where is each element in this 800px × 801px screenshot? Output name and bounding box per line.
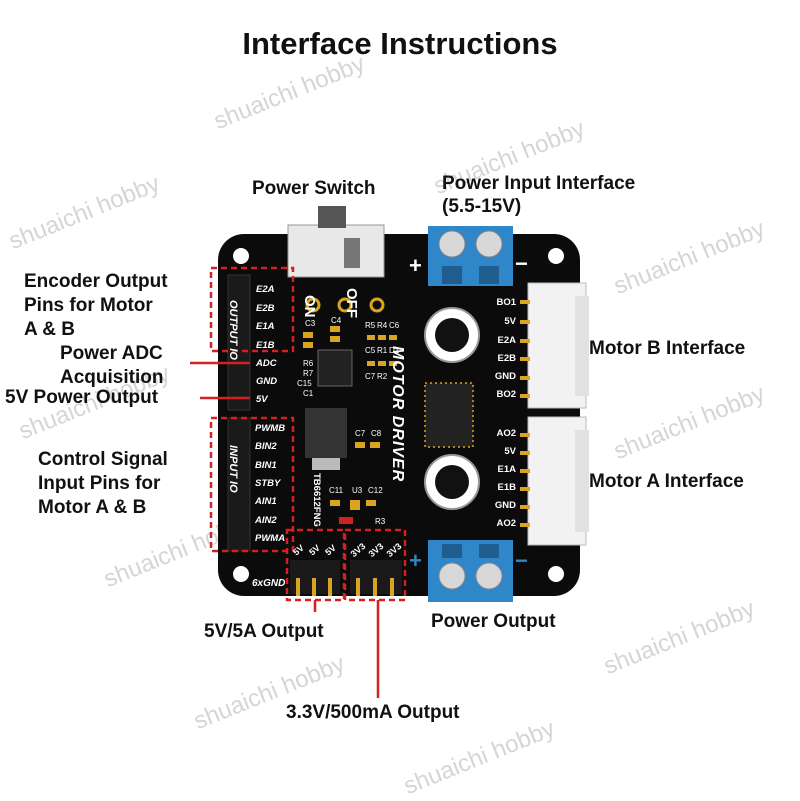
3v3-output-highlight: [343, 528, 407, 602]
mounting-hole: [233, 566, 249, 582]
component-label: R6: [303, 359, 314, 368]
pin-label: E2B: [256, 303, 275, 314]
control-callout-3: Motor A & B: [38, 497, 147, 518]
pin-label: E1B: [497, 482, 516, 493]
motor-a-callout: Motor A Interface: [589, 471, 744, 492]
pin-label: PWMB: [255, 423, 286, 434]
pin-label: GND: [494, 371, 516, 382]
input-terminal: [428, 226, 513, 286]
component-label: C5: [365, 346, 376, 355]
pin-label: AO2: [496, 428, 516, 439]
pin-label: E1A: [256, 321, 275, 332]
switch-pin: [305, 297, 321, 313]
component-label: C15: [297, 379, 312, 388]
pin-label: BIN1: [255, 460, 277, 471]
switch-lever: [318, 206, 346, 228]
plus-label: +: [409, 548, 422, 573]
encoder-highlight: [209, 266, 295, 353]
pin-label: STBY: [255, 478, 281, 489]
component-label: C8: [371, 429, 382, 438]
adc-callout-2: Acquisition: [60, 367, 164, 388]
switch-on-label: ON: [301, 295, 318, 318]
power-input-callout: Power Input Interface: [442, 173, 636, 194]
output-io-label: OUTPUT IO: [227, 300, 239, 360]
component-label: C4: [331, 316, 342, 325]
encoder-callout-3: A & B: [24, 319, 76, 340]
mounting-hole: [233, 248, 249, 264]
5v-output-callout: 5V/5A Output: [204, 621, 324, 642]
encoder-callout-2: Pins for Motor: [24, 295, 153, 316]
output-io-label-wrap: OUTPUT IO: [227, 300, 241, 380]
switch-pin: [369, 297, 385, 313]
switch-off-label: OFF: [343, 288, 360, 318]
input-io-label-wrap: INPUT IO: [227, 445, 241, 525]
pin-label: PWMA: [255, 533, 286, 544]
component-label: R7: [303, 369, 314, 378]
component-label: C6: [389, 321, 400, 330]
pcb-board: [218, 234, 580, 596]
component-label: C11: [329, 486, 344, 495]
pin-label: 5V: [504, 316, 516, 327]
mounting-hole: [548, 566, 564, 582]
driver-chip: [424, 382, 474, 448]
motor-driver-label: MOTOR DRIVER: [389, 346, 406, 483]
pin-label: E1B: [256, 340, 275, 351]
pin-label: BO2: [496, 389, 516, 400]
pin-label: BIN2: [255, 441, 277, 452]
component-label: D1: [389, 346, 400, 355]
switch-body: [287, 224, 385, 278]
component-label: R3: [375, 517, 386, 526]
minus-label: −: [515, 251, 528, 276]
pin-label: ADC: [256, 358, 277, 369]
page-title: Interface Instructions: [242, 26, 558, 61]
component-label: R5: [365, 321, 376, 330]
component-label: R1: [377, 346, 388, 355]
pin-label: GND: [494, 500, 516, 511]
control-callout-2: Input Pins for: [38, 473, 161, 494]
control-highlight: [209, 416, 295, 553]
pin-label: E1A: [497, 464, 516, 475]
pin-label: E2A: [256, 284, 275, 295]
component-label: C1: [303, 389, 314, 398]
gnd-label: 6xGND: [252, 578, 286, 589]
component-label: R2: [377, 372, 388, 381]
pin-label: BO1: [496, 297, 516, 308]
component-label: C7: [365, 372, 376, 381]
input-io-header: [227, 417, 251, 552]
power-output-callout: Power Output: [431, 611, 556, 632]
component-label: R4: [377, 321, 388, 330]
pin-label: E2A: [497, 335, 516, 346]
adc-callout: Power ADC: [60, 343, 163, 364]
output-io-header: [227, 274, 251, 411]
component-label: C3: [305, 319, 316, 328]
regulator: [305, 408, 347, 458]
pin-label: AIN1: [255, 496, 277, 507]
pin-label: GND: [256, 376, 278, 387]
motor-b-callout: Motor B Interface: [589, 338, 746, 359]
component-label: U3: [352, 486, 363, 495]
pin-label: E2B: [497, 353, 516, 364]
power-switch-callout: Power Switch: [252, 178, 376, 199]
minus-label: −: [515, 548, 528, 573]
pin-label: 5V: [504, 446, 516, 457]
pin-label: 5V: [256, 394, 268, 405]
switch-pin: [337, 297, 353, 313]
component-label: C12: [368, 486, 383, 495]
plus-label: +: [409, 253, 422, 278]
adc-chip: [317, 349, 353, 387]
encoder-callout: Encoder Output: [24, 271, 168, 292]
input-io-label: INPUT IO: [227, 445, 239, 493]
control-callout: Control Signal: [38, 449, 168, 470]
component-label: C7: [355, 429, 366, 438]
5v-power-callout: 5V Power Output: [5, 387, 159, 408]
pin-label: AIN2: [255, 515, 277, 526]
power-input-range: (5.5-15V): [442, 196, 522, 217]
mounting-hole: [548, 248, 564, 264]
switch-slot: [344, 238, 360, 268]
pin-label: AO2: [496, 518, 516, 529]
3v3-output-callout: 3.3V/500mA Output: [286, 702, 460, 723]
chip-label: TB6612FNG: [311, 473, 322, 527]
